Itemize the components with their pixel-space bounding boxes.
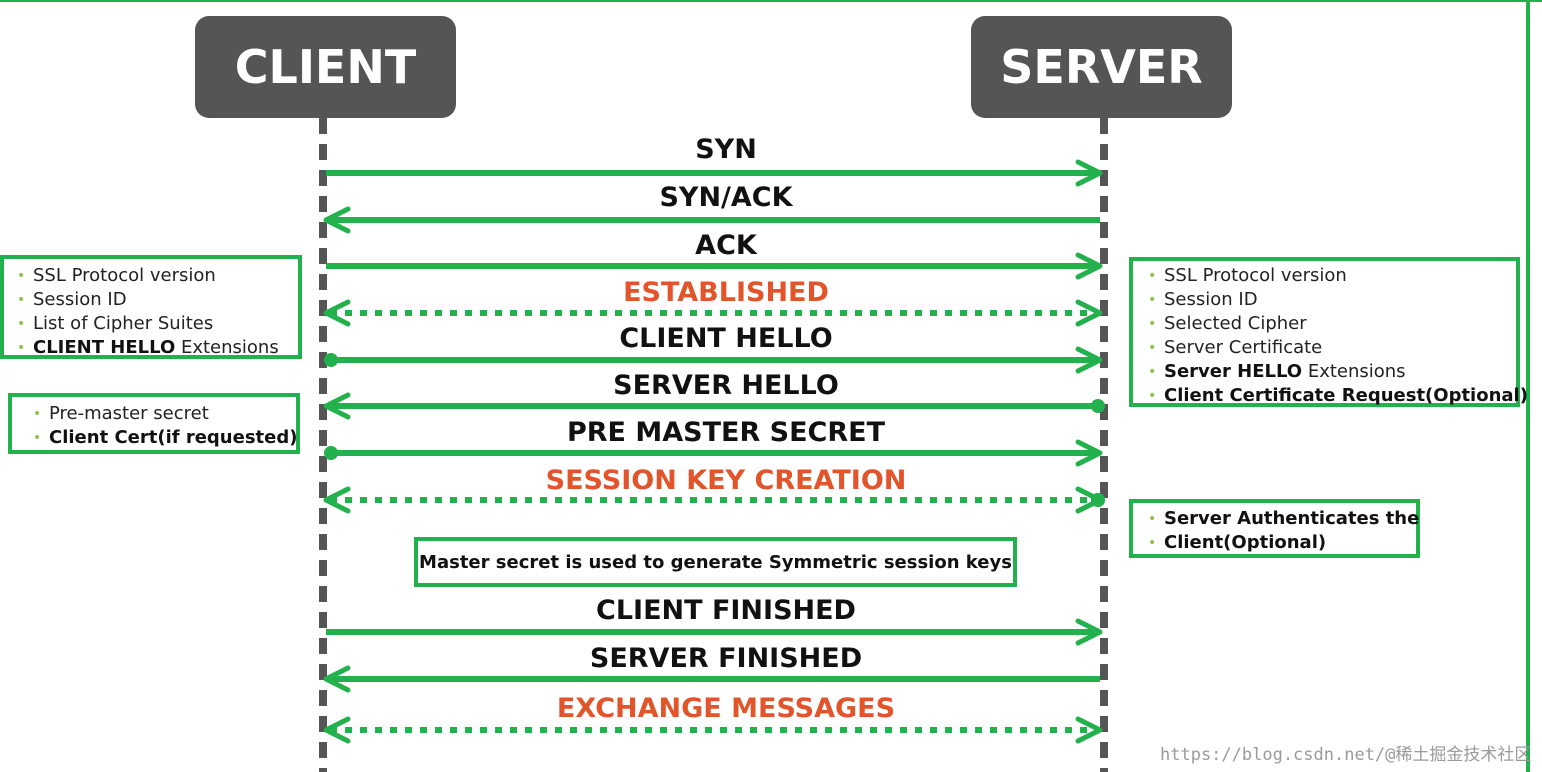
server-hello-arrowhead-left xyxy=(323,392,351,420)
syn-arrowhead-right xyxy=(1075,159,1103,187)
exchange-messages-arrowhead-right xyxy=(1075,716,1103,744)
client-hello-note: SSL Protocol versionSession ID List of Ci… xyxy=(0,255,302,360)
note-item-text: SSL Protocol version xyxy=(1164,265,1347,286)
syn-ack-label: SYN/ACK xyxy=(659,182,793,213)
pre-master-note-list: Pre-master secretClient Cert(if requeste… xyxy=(31,402,298,450)
session-key-creation-label: SESSION KEY CREATION xyxy=(545,465,907,496)
note-item: Session ID xyxy=(15,288,298,312)
note-item-text: List of Cipher Suites xyxy=(33,313,214,334)
server-auth-note: Server Authenticates theClient(Optional) xyxy=(1129,499,1420,558)
exchange-messages-label: EXCHANGE MESSAGES xyxy=(556,693,896,724)
server-auth-note-list: Server Authenticates theClient(Optional) xyxy=(1146,507,1420,555)
client-finished-arrowhead-right xyxy=(1075,618,1103,646)
note-item: SSL Protocol version xyxy=(1146,264,1516,288)
server-hello-note-list: SSL Protocol versionSession ID Selected C… xyxy=(1146,264,1528,408)
note-item-text: SSL Protocol version xyxy=(33,265,216,286)
server-finished-label: SERVER FINISHED xyxy=(589,643,863,674)
pre-master-secret-note-connector-dot xyxy=(324,446,338,460)
master-secret-text: Master secret is used to generate Symmet… xyxy=(419,552,1012,573)
pre-master-note: Pre-master secretClient Cert(if requeste… xyxy=(8,393,300,454)
client-hello-label: CLIENT HELLO xyxy=(619,323,833,354)
established-arrowhead-right xyxy=(1075,299,1103,327)
note-item: SSL Protocol version xyxy=(15,264,298,288)
note-item: Server Certificate xyxy=(1146,336,1516,360)
exchange-messages-arrowhead-left xyxy=(323,716,351,744)
established-arrowhead-left xyxy=(323,299,351,327)
client-hello-note-list: SSL Protocol versionSession ID List of Ci… xyxy=(15,264,298,360)
note-item-bold-text: Server HELLO xyxy=(1164,361,1303,382)
note-item: Server Authenticates the xyxy=(1146,507,1420,531)
note-item-bold-text: Client Certificate Request(Optional) xyxy=(1164,385,1528,406)
server-actor-box: SERVER xyxy=(971,16,1232,118)
watermark: https://blog.csdn.net/@稀土掘金技术社区 xyxy=(1160,745,1532,765)
client-hello-note-connector-dot xyxy=(324,353,338,367)
client-actor-box: CLIENT xyxy=(195,16,456,118)
note-item-bold-text: Client(Optional) xyxy=(1164,532,1327,553)
note-item: CLIENT HELLO Extensions xyxy=(15,336,298,360)
syn-ack-arrowhead-left xyxy=(323,206,351,234)
server-auth-note-connector-dot xyxy=(1091,493,1105,507)
note-item-text: Extensions xyxy=(1302,361,1406,382)
pre-master-secret-arrowhead-right xyxy=(1075,439,1103,467)
server-finished-arrowhead-left xyxy=(323,665,351,693)
server-actor-label: SERVER xyxy=(1000,40,1203,94)
client-hello-arrowhead-right xyxy=(1075,346,1103,374)
server-hello-note-connector-dot xyxy=(1091,399,1105,413)
note-item: Client(Optional) xyxy=(1146,531,1416,555)
note-item-text: Selected Cipher xyxy=(1164,313,1307,334)
note-item-bold-text: CLIENT HELLO xyxy=(33,337,176,358)
note-item: List of Cipher Suites xyxy=(15,312,298,336)
note-item: Server HELLO Extensions xyxy=(1146,360,1516,384)
note-item-text: Server Certificate xyxy=(1164,337,1323,358)
established-label: ESTABLISHED xyxy=(623,277,829,308)
ack-label: ACK xyxy=(695,230,757,261)
client-finished-label: CLIENT FINISHED xyxy=(596,595,856,626)
syn-label: SYN xyxy=(695,134,757,165)
note-item-text: Session ID xyxy=(33,289,127,310)
note-item: Session ID xyxy=(1146,288,1516,312)
note-item-bold-text: Server Authenticates the xyxy=(1164,508,1420,529)
note-item: Selected Cipher xyxy=(1146,312,1516,336)
master-secret-note: Master secret is used to generate Symmet… xyxy=(414,537,1017,587)
note-item: Pre-master secret xyxy=(31,402,296,426)
note-item-text: Extensions xyxy=(175,337,279,358)
server-hello-note: SSL Protocol versionSession ID Selected C… xyxy=(1129,257,1528,408)
pre-master-secret-label: PRE MASTER SECRET xyxy=(566,417,886,448)
client-actor-label: CLIENT xyxy=(234,40,417,94)
note-item-text: Session ID xyxy=(1164,289,1258,310)
note-item-bold-text: Client Cert(if requested) xyxy=(49,427,298,448)
note-item: Client Certificate Request(Optional) xyxy=(1146,384,1528,408)
session-key-creation-arrowhead-left xyxy=(323,486,351,514)
ack-arrowhead-right xyxy=(1075,252,1103,280)
note-item-text: Pre-master secret xyxy=(49,403,209,424)
note-item: Client Cert(if requested) xyxy=(31,426,298,450)
server-hello-label: SERVER HELLO xyxy=(613,370,839,401)
message-arrows xyxy=(323,159,1105,744)
